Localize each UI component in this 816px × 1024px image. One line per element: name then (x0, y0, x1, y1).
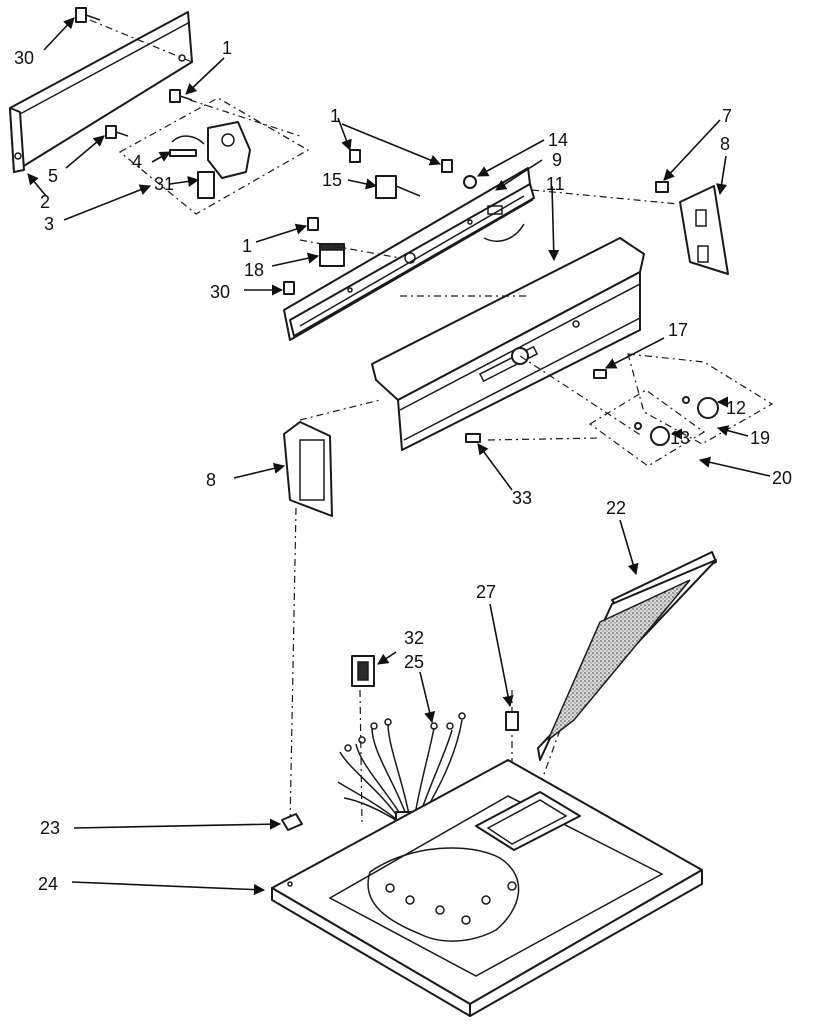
end-cap-right (679, 185, 729, 275)
clip-7 (655, 181, 669, 193)
screw-1-top (169, 89, 193, 103)
callout-9: 9 (552, 150, 562, 170)
screw-1-lower (307, 217, 319, 231)
callout-22: 22 (606, 498, 626, 518)
knob-group-20 (588, 389, 706, 467)
top-panel-24 (271, 759, 703, 1017)
callout-27: 27 (476, 582, 496, 602)
callout-25: 25 (404, 652, 424, 672)
callout-labels: 30 1 5 4 2 31 3 1 14 9 15 11 1 18 30 7 8… (14, 38, 792, 894)
terminal-block-32 (351, 655, 375, 687)
screw-33 (465, 433, 481, 443)
callout-1-top: 1 (222, 38, 232, 58)
callout-14: 14 (548, 130, 568, 150)
callout-3: 3 (44, 214, 54, 234)
callout-33: 33 (512, 488, 532, 508)
leader-lines (27, 17, 771, 896)
relay-18 (319, 243, 345, 267)
timer-motor-group (118, 97, 310, 215)
callout-30-top: 30 (14, 48, 34, 68)
screw-17 (593, 369, 607, 379)
callout-24: 24 (38, 874, 58, 894)
callout-13: 13 (670, 428, 690, 448)
assembly-lines (89, 19, 679, 841)
callout-15: 15 (322, 170, 342, 190)
screw-30-top (75, 7, 101, 23)
callout-1-mid: 1 (330, 106, 340, 126)
lint-screen-22 (537, 551, 717, 761)
callout-7: 7 (722, 106, 732, 126)
knob-group-19 (627, 353, 774, 445)
callout-5: 5 (48, 166, 58, 186)
callout-2: 2 (40, 192, 50, 212)
callout-1-lower: 1 (242, 236, 252, 256)
clip-15 (375, 175, 421, 199)
callout-8-left: 8 (206, 470, 216, 490)
callout-20: 20 (772, 468, 792, 488)
screw-27 (505, 711, 519, 731)
back-bracket-part (9, 11, 193, 173)
screw-5 (105, 125, 129, 139)
callout-32: 32 (404, 628, 424, 648)
console-part (371, 237, 645, 451)
control-bracket-part (283, 167, 535, 341)
callout-8-right: 8 (720, 134, 730, 154)
grommet-23 (281, 813, 303, 831)
callout-12: 12 (726, 398, 746, 418)
clip-14 (463, 175, 477, 189)
callout-17: 17 (668, 320, 688, 340)
callout-4: 4 (132, 152, 142, 172)
callout-11: 11 (546, 174, 565, 194)
callout-31: 31 (154, 174, 174, 194)
screw-1-mid (349, 149, 453, 173)
callout-19: 19 (750, 428, 770, 448)
callout-23: 23 (40, 818, 60, 838)
screw-30-lower (283, 281, 295, 295)
callout-18: 18 (244, 260, 264, 280)
end-cap-left (283, 421, 333, 517)
callout-30-lower: 30 (210, 282, 230, 302)
